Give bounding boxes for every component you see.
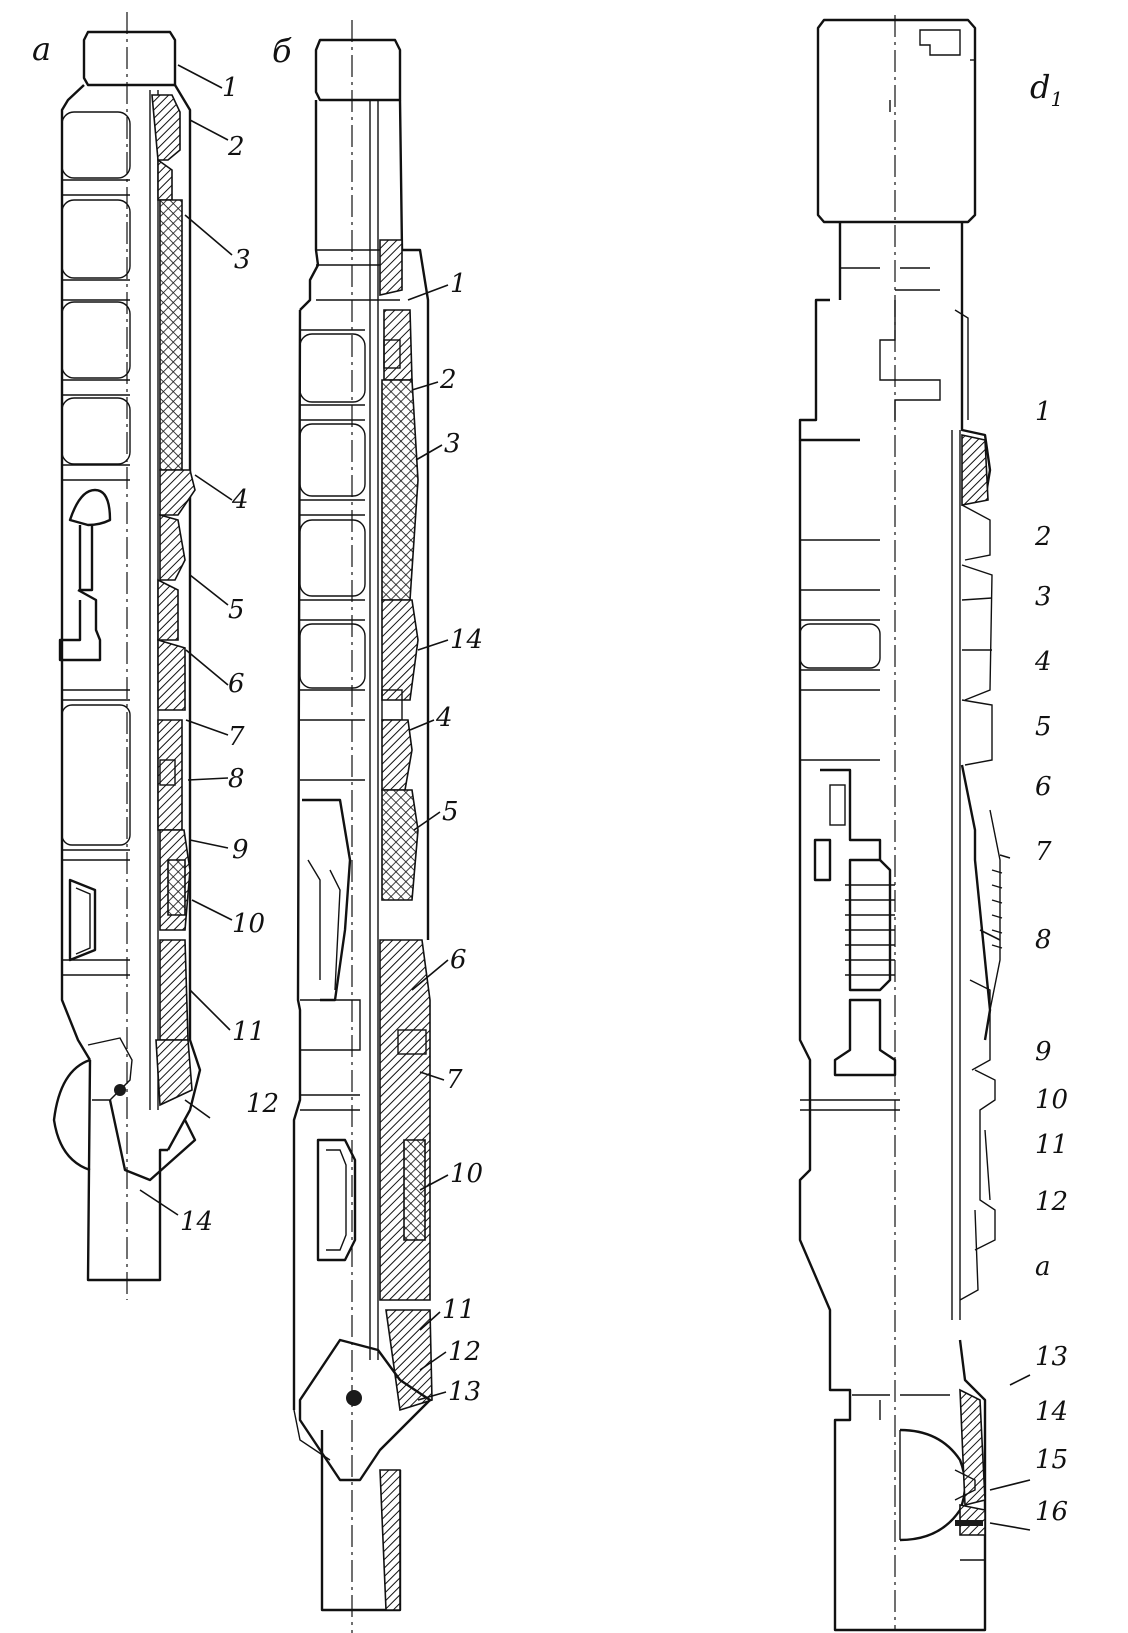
figure-d1-label-a: а [1035,1252,1051,1282]
figure-d1-label-15: 15 [1035,1445,1068,1475]
figure-a-label-9: 9 [232,835,249,865]
figure-a-label-12: 12 [246,1089,279,1119]
figure-d1-label-10: 10 [1035,1085,1068,1115]
figure-a-label-1: 1 [222,73,239,103]
figure-d1-labels: 1 2 3 4 5 6 7 8 9 10 11 12 а 13 14 15 16 [979,397,1068,1531]
figure-a-label-8: 8 [228,764,245,794]
figure-a-label-4: 4 [231,485,249,515]
figure-d1-label-16: 16 [1035,1497,1068,1527]
figure-a-label-10: 10 [232,909,265,939]
figure-d1-label-4: 4 [1034,647,1052,677]
figure-a-labels: 1 2 3 4 5 6 7 8 9 10 11 12 14 [139,64,279,1237]
figure-b-label-1: 1 [450,269,467,299]
figure-a-label-7: 7 [228,722,245,752]
figure-d1-label-8: 8 [1035,925,1052,955]
figure-a-label-5: 5 [228,595,245,625]
figure-d1-label-9: 9 [1035,1037,1052,1067]
figure-a-label-3: 3 [234,245,251,275]
figure-d1-label-1: 1 [1035,397,1052,427]
figure-d1-label-6: 6 [1035,772,1052,802]
figure-b-label-12: 12 [448,1337,481,1367]
figure-a-label-11: 11 [232,1017,265,1047]
figure-d1-label-14: 14 [1035,1397,1068,1427]
figure-d1-label-5: 5 [1035,712,1052,742]
figure-b-label-10: 10 [450,1159,483,1189]
figure-b-label-14: 14 [450,625,483,655]
figure-d1-label-11: 11 [1035,1130,1068,1160]
figure-b-labels: 1 2 3 14 4 5 6 7 10 11 12 13 [407,269,483,1407]
figure-a-title: а [32,30,51,68]
figure-d1-label-13: 13 [1035,1342,1068,1372]
figure-d1-label-7: 7 [1035,837,1052,867]
figure-d1-title: d1 [1030,68,1063,111]
figure-d1-label-2: 2 [1034,522,1052,552]
figure-b-drawing [292,20,433,1633]
figure-b-title: б [272,32,292,70]
figure-a-label-14: 14 [180,1207,213,1237]
figure-b-label-5: 5 [442,797,459,827]
figure-b-label-2: 2 [439,365,457,395]
figure-d1-label-3: 3 [1035,582,1052,612]
figure-a-drawing [52,12,202,1300]
figure-d1-label-12: 12 [1035,1187,1068,1217]
figure-a-label-2: 2 [227,132,245,162]
figure-b-label-6: 6 [450,945,467,975]
figure-b-label-4: 4 [435,703,453,733]
figure-b-label-13: 13 [448,1377,481,1407]
figure-b-label-7: 7 [446,1065,463,1095]
figure-d1-drawing [798,15,1003,1632]
figure-b-label-11: 11 [442,1295,475,1325]
figure-a-label-6: 6 [228,669,245,699]
figure-b-label-3: 3 [444,429,461,459]
